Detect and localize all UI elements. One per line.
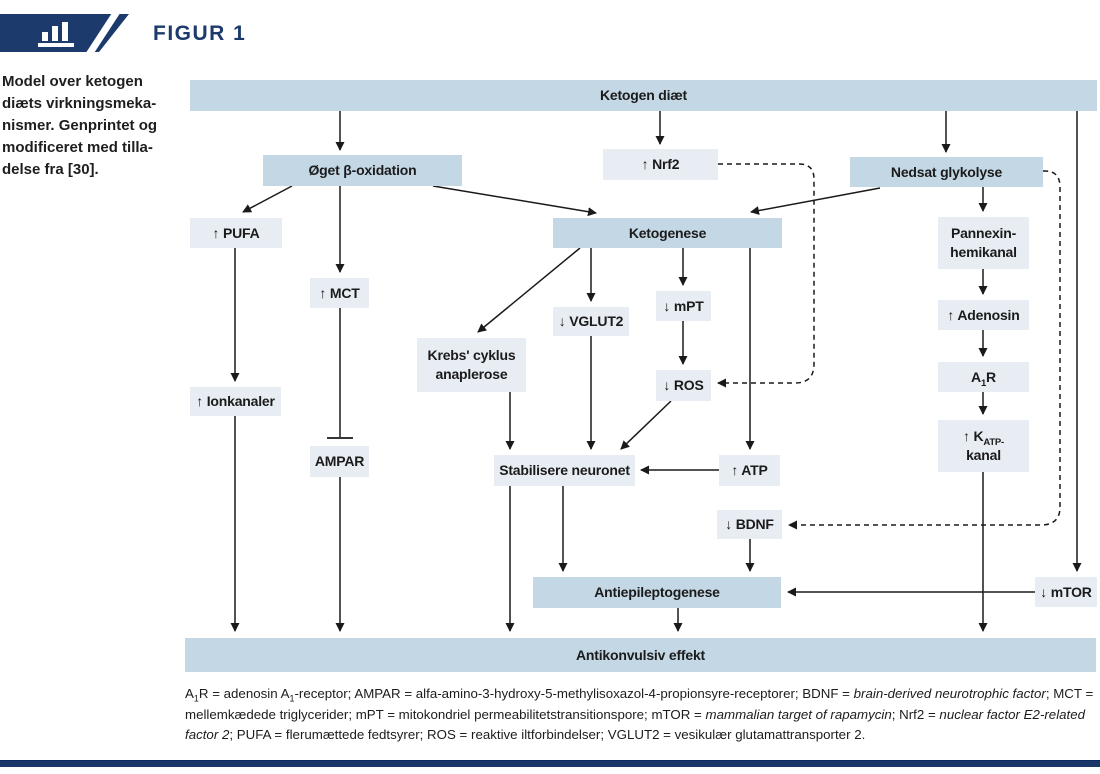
node-antikonvulsiv-effekt: Antikonvulsiv effekt [185,638,1096,672]
node-krebs-cyklus-anaplerose: Krebs' cyklus anaplerose [417,338,526,392]
arrow-ros-stabilisere [620,400,672,450]
node-oget-beta-oxidation: Øget β-oxidation [263,155,462,186]
badge-slash [85,8,121,58]
node-nrf2: ↑ Nrf2 [603,149,718,180]
dashed-arrow-nedsatglykolyse-bdnf [788,170,1061,530]
node-antiepileptogenese: Antiepileptogenese [533,577,781,608]
arrow-ketogenese-krebs [477,247,581,333]
node-atp: ↑ ATP [719,455,780,486]
node-a1r: A1R [938,362,1029,392]
caption-line: diæts virkningsmeka- [2,95,157,112]
node-katp-kanal: ↑ KATP- kanal [938,420,1029,472]
node-stabilisere-neuronet: Stabilisere neuronet [494,455,635,486]
arrow-betaoxidation-pufa [242,185,293,213]
abbreviation-legend: A1R = adenosin A1-receptor; AMPAR = alfa… [185,686,1094,742]
bottom-rule [0,760,1100,767]
figure-caption: Model over ketogen diæts virkningsmeka- … [2,71,177,181]
node-mtor: ↓ mTOR [1035,577,1097,607]
node-nedsat-glykolyse: Nedsat glykolyse [850,157,1043,187]
node-ionkanaler: ↑ Ionkanaler [190,387,281,416]
node-ampar: AMPAR [310,446,369,477]
figure-badge [0,8,129,58]
caption-line: delse fra [30]. [2,161,99,178]
arrow-betaoxidation-ketogenese [432,185,597,217]
arrow-nedsatglykolyse-ketogenese [750,187,881,215]
node-mpt: ↓ mPT [656,291,711,321]
bar-chart-icon [38,22,74,47]
node-ketogenese: Ketogenese [553,218,782,248]
node-ros: ↓ ROS [656,370,711,401]
node-pufa: ↑ PUFA [190,218,282,248]
node-vglut2: ↓ VGLUT2 [553,307,629,336]
node-ketogen-diaet: Ketogen diæt [190,80,1097,111]
node-pannexin-hemikanal: Pannexin- hemikanal [938,217,1029,269]
caption-line: modificeret med tilla- [2,139,153,156]
dashed-arrow-nrf2-ros [717,163,815,388]
node-adenosin: ↑ Adenosin [938,300,1029,330]
caption-line: Model over ketogen [2,73,143,90]
caption-line: nismer. Genprintet og [2,117,158,134]
figure-label: FIGUR 1 [153,22,247,45]
node-bdnf: ↓ BDNF [717,510,782,539]
node-mct: ↑ MCT [310,278,369,308]
